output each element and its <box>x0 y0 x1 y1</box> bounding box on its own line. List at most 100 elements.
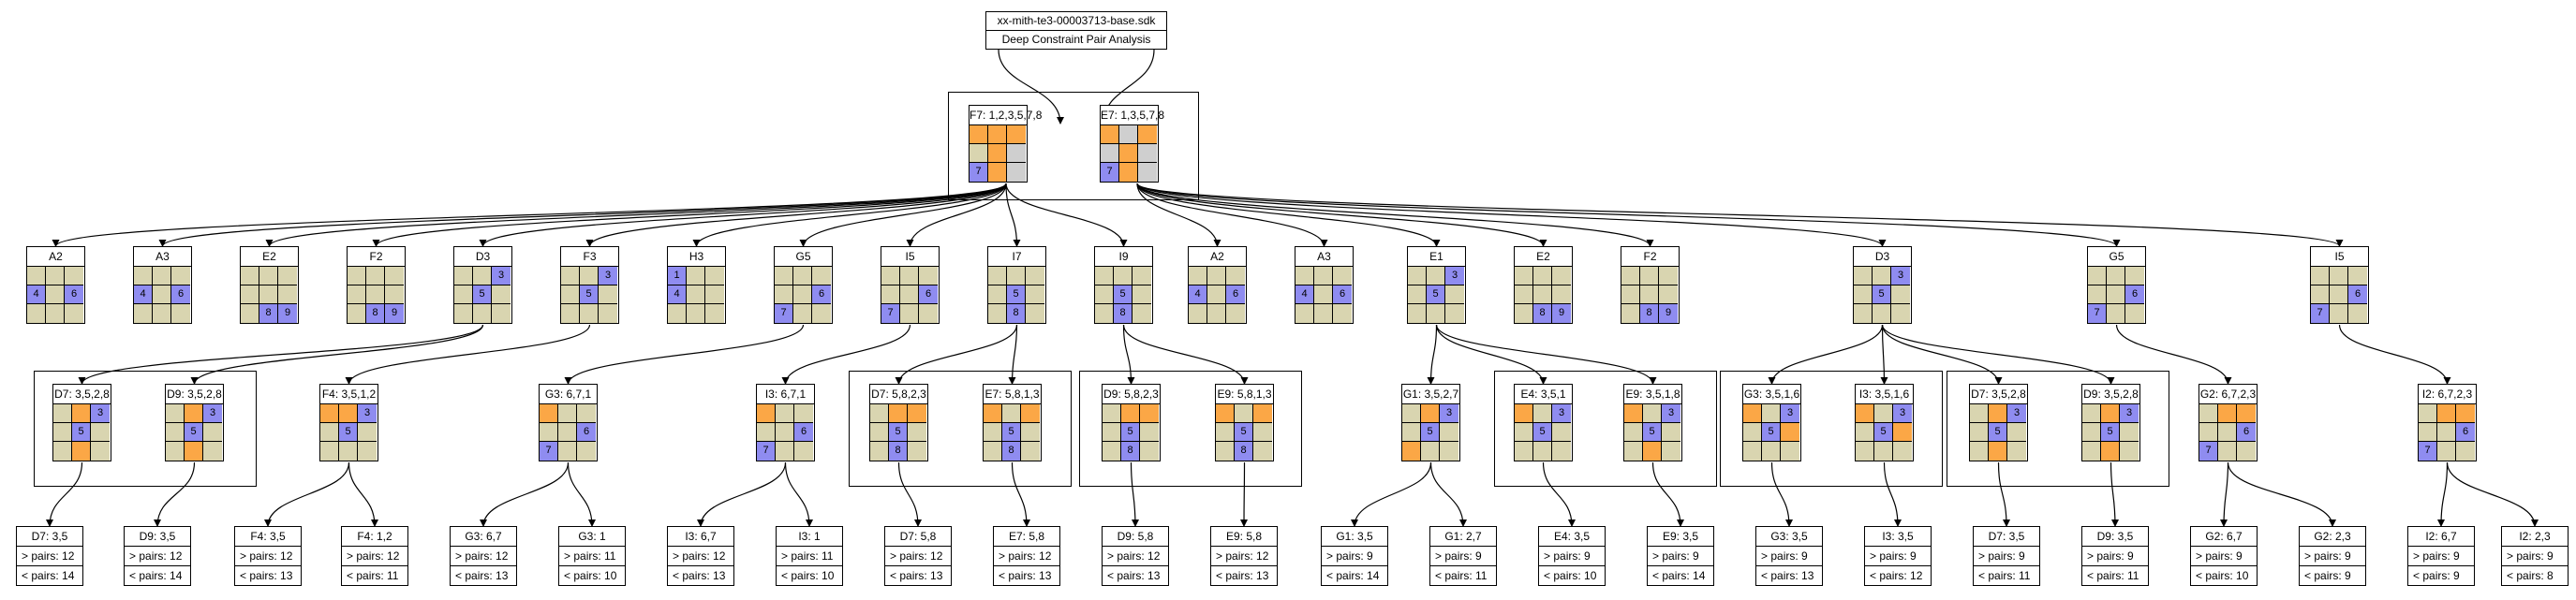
edge <box>1240 461 1249 527</box>
grid-cell <box>1621 267 1640 285</box>
grid-cell: 9 <box>1659 304 1678 323</box>
edge <box>1122 324 1249 385</box>
greater-pairs: > pairs: 9 <box>2300 546 2365 565</box>
grid-cell <box>185 404 203 423</box>
edge <box>1651 461 1684 527</box>
grid-cell <box>1781 423 1799 442</box>
grid-cell <box>919 304 938 323</box>
grid-cell: 8 <box>1002 442 1021 461</box>
node-label: H3 <box>668 247 725 267</box>
grid-cell <box>1226 304 1245 323</box>
grid-cell <box>1970 404 1989 423</box>
grid-cell <box>561 304 580 323</box>
grid-cell: 7 <box>2088 304 2107 323</box>
grid-cell <box>1970 423 1989 442</box>
edge <box>1136 183 1887 247</box>
edge <box>1136 183 2121 247</box>
grid-cell: 8 <box>259 304 278 323</box>
grid-cell <box>1007 144 1026 163</box>
grid-cell <box>1515 304 1533 323</box>
grid-cell <box>1119 163 1138 182</box>
grid-cell <box>2330 304 2348 323</box>
edge <box>1542 461 1576 527</box>
grid-cell <box>241 267 259 285</box>
grid-cell: 5 <box>2101 423 2120 442</box>
edge <box>1136 183 1221 247</box>
grid-cell: 7 <box>775 304 793 323</box>
node-label: D9: 5,8,2,3 <box>1103 385 1160 404</box>
grid-cell <box>320 423 339 442</box>
result-leaf: G1: 3,5> pairs: 9< pairs: 14 <box>1321 526 1388 586</box>
grid-cell: 6 <box>65 285 83 304</box>
grid-cell <box>1216 404 1235 423</box>
grid-cell <box>919 267 938 285</box>
lesser-pairs: < pairs: 14 <box>1648 565 1713 585</box>
edge <box>1130 461 1139 527</box>
grid-cell: 9 <box>1552 304 1571 323</box>
grid-cell <box>320 442 339 461</box>
grid-cell <box>492 304 511 323</box>
grid-cell <box>2218 442 2237 461</box>
grid-cell <box>166 442 185 461</box>
edge <box>78 324 484 385</box>
node-label: A3 <box>1295 247 1353 267</box>
lesser-pairs: < pairs: 13 <box>1211 565 1277 585</box>
greater-pairs: > pairs: 12 <box>1103 546 1168 565</box>
grid-cell: 7 <box>2311 304 2330 323</box>
grid-cell <box>1095 267 1114 285</box>
edge <box>372 183 1007 247</box>
node-label: D7: 3,5,2,8 <box>1970 385 2027 404</box>
edge <box>906 183 1007 247</box>
grid-cell: 8 <box>1007 304 1026 323</box>
grid-cell <box>1253 442 1272 461</box>
grid-cell <box>2082 442 2101 461</box>
group-frame <box>1947 371 2169 487</box>
lesser-pairs: < pairs: 13 <box>1103 565 1168 585</box>
grid-cell <box>1402 404 1421 423</box>
grid-cell <box>1659 285 1678 304</box>
grid-cell: 7 <box>881 304 900 323</box>
node-label: F7: 1,2,3,5,7,8 <box>970 106 1042 125</box>
greater-pairs: > pairs: 12 <box>235 546 301 565</box>
leaf-label: I3: 3,5 <box>1882 530 1914 543</box>
grid-cell <box>358 423 377 442</box>
grid-cell <box>1515 442 1533 461</box>
result-leaf: I3: 3,5> pairs: 9< pairs: 12 <box>1864 526 1932 586</box>
grid-cell <box>1743 442 1762 461</box>
grid-cell <box>1007 163 1026 182</box>
edge <box>781 324 911 385</box>
grid-cell <box>2437 423 2456 442</box>
title-subtitle: Deep Constraint Pair Analysis <box>986 30 1166 49</box>
grid-cell <box>134 304 153 323</box>
leaf-label: G3: 1 <box>578 530 606 543</box>
grid-cell: 4 <box>134 285 153 304</box>
grid-cell <box>1103 423 1121 442</box>
grid-cell <box>793 267 812 285</box>
grid-cell <box>1133 267 1151 285</box>
edge <box>1881 324 2003 385</box>
result-leaf: G2: 2,3> pairs: 9< pairs: 9 <box>2299 526 2366 586</box>
grid-cell <box>72 442 91 461</box>
node-label: A2 <box>27 247 84 267</box>
grid-cell <box>1314 285 1333 304</box>
leaf-label: G3: 6,7 <box>465 530 502 543</box>
greater-pairs: > pairs: 11 <box>777 546 842 565</box>
grid-cell <box>2120 423 2139 442</box>
grid-cell <box>1873 267 1891 285</box>
